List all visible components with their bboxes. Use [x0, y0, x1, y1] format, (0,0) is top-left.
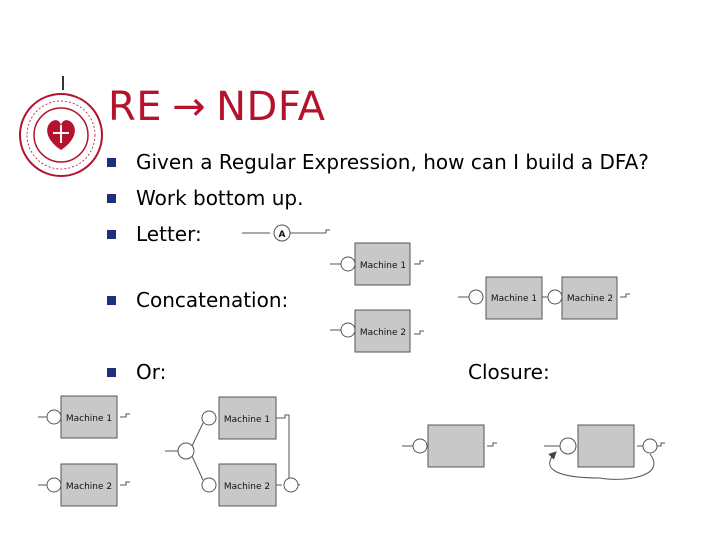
bullet-square-icon: [107, 158, 116, 167]
title-right: NDFA: [216, 84, 326, 130]
machine-label: Machine 2: [66, 482, 112, 492]
bullet-text: Or:: [136, 360, 167, 384]
concat-machine-2: Machine 2: [330, 309, 424, 353]
concat-machine-1: Machine 1: [330, 242, 424, 286]
or-result: Machine 1 Machine 2: [165, 396, 301, 507]
letter-symbol: A: [279, 230, 286, 240]
bullet-square-icon: [107, 194, 116, 203]
machine-label: Machine 2: [567, 294, 613, 304]
title-left: RE: [108, 84, 163, 130]
bullet-square-icon: [107, 230, 116, 239]
bullet-text: Letter:: [136, 222, 202, 246]
closure-label: Closure:: [468, 360, 550, 384]
machine-label: Machine 1: [491, 294, 537, 304]
bullet-text: Work bottom up.: [136, 186, 304, 210]
machine-label: Machine 1: [360, 261, 406, 271]
bullet-item: Given a Regular Expression, how can I bu…: [107, 150, 649, 174]
machine-label: Machine 2: [360, 328, 406, 338]
bullet-item: Letter:: [107, 222, 202, 246]
bullet-item: Work bottom up.: [107, 186, 304, 210]
letter-automaton: A: [242, 224, 330, 242]
bullet-square-icon: [107, 296, 116, 305]
bullet-item: Or:: [107, 360, 167, 384]
slide-title: RE→NDFA: [108, 84, 326, 130]
machine-label: Machine 1: [224, 415, 270, 425]
bullet-square-icon: [107, 368, 116, 377]
or-machine-1: Machine 1: [38, 395, 130, 439]
closure-machine: [402, 424, 497, 468]
machine-label: Machine 1: [66, 414, 112, 424]
closure-result: [544, 424, 665, 480]
machine-label: Machine 2: [224, 482, 270, 492]
bullet-item: Concatenation:: [107, 288, 289, 312]
decorative-rule: [62, 76, 64, 90]
bullet-text: Given a Regular Expression, how can I bu…: [136, 150, 649, 174]
bullet-text: Concatenation:: [136, 288, 289, 312]
concat-result: Machine 1 Machine 2: [458, 276, 630, 320]
university-seal-logo: [19, 93, 103, 177]
arrow-icon: →: [172, 84, 207, 130]
or-machine-2: Machine 2: [38, 463, 130, 507]
